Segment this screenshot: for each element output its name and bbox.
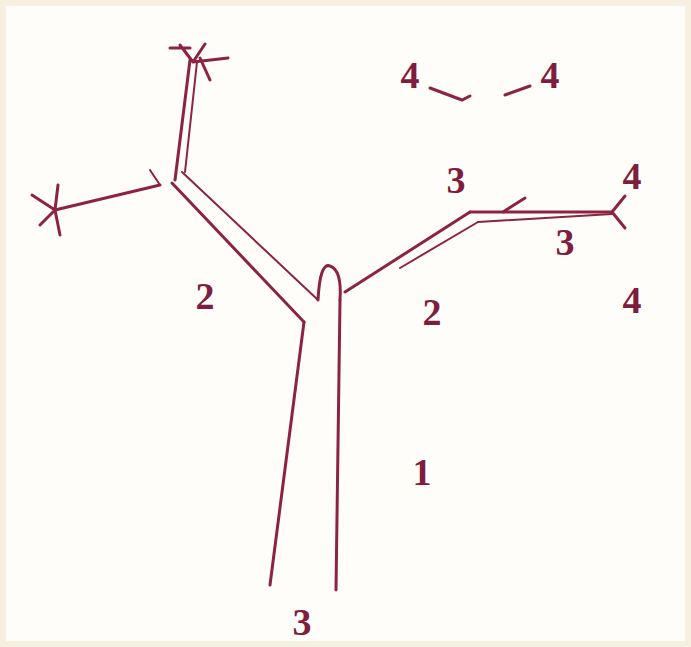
callout-number: 3 (556, 223, 575, 261)
callout-number: 1 (413, 453, 432, 491)
callout-number: 2 (423, 293, 442, 331)
twig-tips (32, 185, 60, 235)
callout-number: 4 (401, 56, 420, 94)
upper-twig (175, 60, 190, 180)
callout-number: 3 (293, 603, 312, 641)
twig-tips (170, 44, 228, 80)
bract (503, 198, 525, 212)
callout-number: 4 (623, 157, 642, 195)
left-twig (55, 185, 160, 210)
main-stem-line (336, 300, 340, 590)
callout-number: 3 (447, 161, 466, 199)
stem-apex (318, 266, 340, 300)
callout-number: 4 (623, 281, 642, 319)
main-stem-line (270, 322, 304, 585)
leader-line (505, 86, 530, 95)
callout-number: 2 (196, 277, 215, 315)
callout-number: 4 (541, 56, 560, 94)
left-branch (172, 183, 304, 322)
upper-twig (185, 62, 197, 172)
right-twig (478, 214, 612, 222)
right-branch (345, 212, 470, 292)
right-twig (470, 211, 612, 214)
right-branch (400, 222, 478, 268)
paper-ground (6, 6, 685, 641)
leader-line (430, 88, 470, 100)
bract (150, 170, 160, 185)
twig-tips (612, 196, 625, 228)
